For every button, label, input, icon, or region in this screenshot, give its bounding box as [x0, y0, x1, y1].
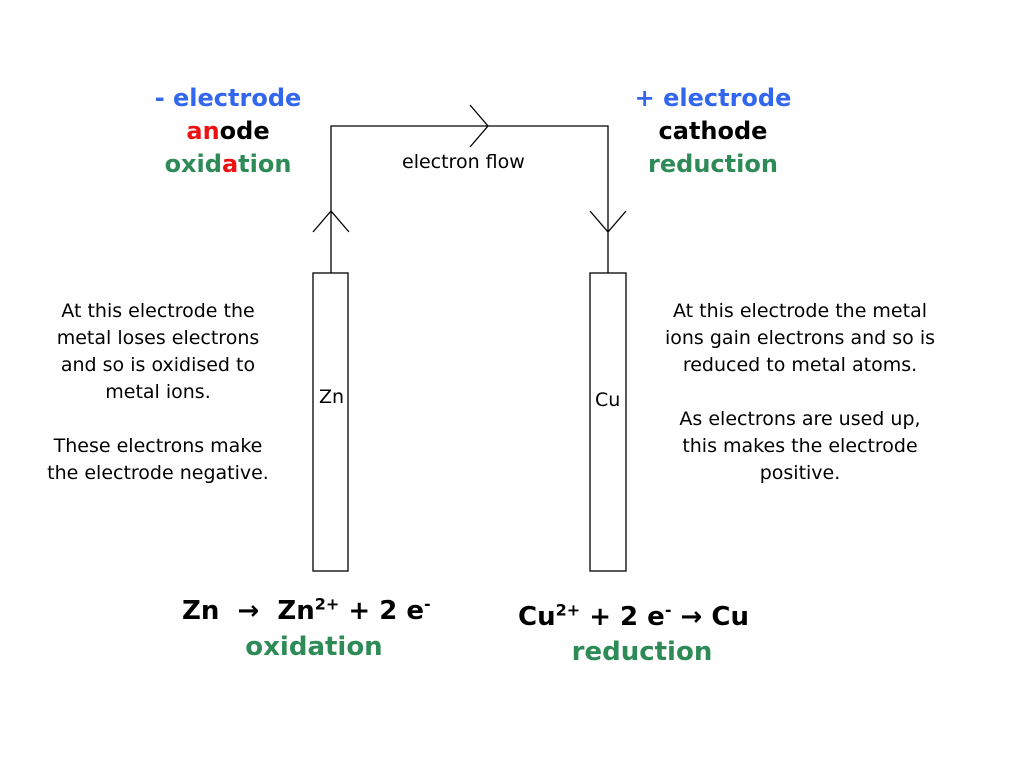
electrons-term: + 2 e: [348, 596, 424, 626]
cathode-explanation-p2: As electrons are used up, this makes the…: [679, 408, 921, 484]
anode-highlight: an: [186, 117, 220, 145]
anode-label: anode: [118, 115, 338, 148]
arrow-down: [589, 210, 627, 233]
anode-rest: ode: [219, 117, 270, 145]
zn-charge: 2+: [314, 594, 340, 614]
anode-explanation: At this electrode the metal loses electr…: [36, 298, 280, 487]
cu-electrode: [589, 272, 627, 572]
electrons-term: + 2 e: [589, 602, 665, 632]
cu-ion: Cu: [518, 602, 556, 632]
positive-electrode-label: + electrode: [634, 84, 792, 112]
oxidation-equation: Zn → Zn2+ + 2 e-: [182, 596, 431, 626]
negative-electrode-label: - electrode: [154, 84, 302, 112]
arrow-right: [469, 104, 489, 148]
cathode-explanation-p1: At this electrode the metal ions gain el…: [664, 300, 936, 376]
zn-electrode-label: Zn: [319, 386, 345, 408]
anode-explanation-p1: At this electrode the metal loses electr…: [56, 300, 260, 403]
reaction-arrow: →: [237, 596, 260, 626]
zn-ion: Zn: [277, 596, 315, 626]
zn-electrode: [312, 272, 349, 572]
cu-electrode-label: Cu: [595, 389, 621, 411]
oxid-rest: tion: [238, 150, 292, 178]
reduction-equation: Cu2+ + 2 e- → Cu: [518, 602, 749, 632]
oxid-highlight: a: [221, 150, 239, 178]
cathode-label: cathode: [658, 117, 768, 145]
reduction-equation-label: reduction: [571, 637, 713, 667]
reduction-label: reduction: [648, 150, 778, 178]
electron-charge: -: [664, 600, 672, 620]
cathode-header: + electrode cathode reduction: [603, 82, 823, 181]
cu-charge: 2+: [555, 600, 581, 620]
cu-product: Cu: [711, 602, 749, 632]
oxidation-label: oxidation: [118, 148, 338, 181]
arrow-up: [312, 210, 350, 233]
anode-header: - electrode anode oxidation: [118, 82, 338, 181]
cathode-explanation: At this electrode the metal ions gain el…: [660, 298, 940, 487]
oxidation-equation-label: oxidation: [245, 632, 383, 662]
electron-charge: -: [424, 594, 431, 614]
electron-flow-label: electron flow: [402, 151, 525, 173]
wire: [330, 125, 609, 273]
reaction-arrow: →: [680, 602, 703, 632]
oxid-part: oxid: [164, 150, 222, 178]
anode-explanation-p2: These electrons make the electrode negat…: [47, 435, 269, 484]
zn-reactant: Zn: [182, 596, 220, 626]
